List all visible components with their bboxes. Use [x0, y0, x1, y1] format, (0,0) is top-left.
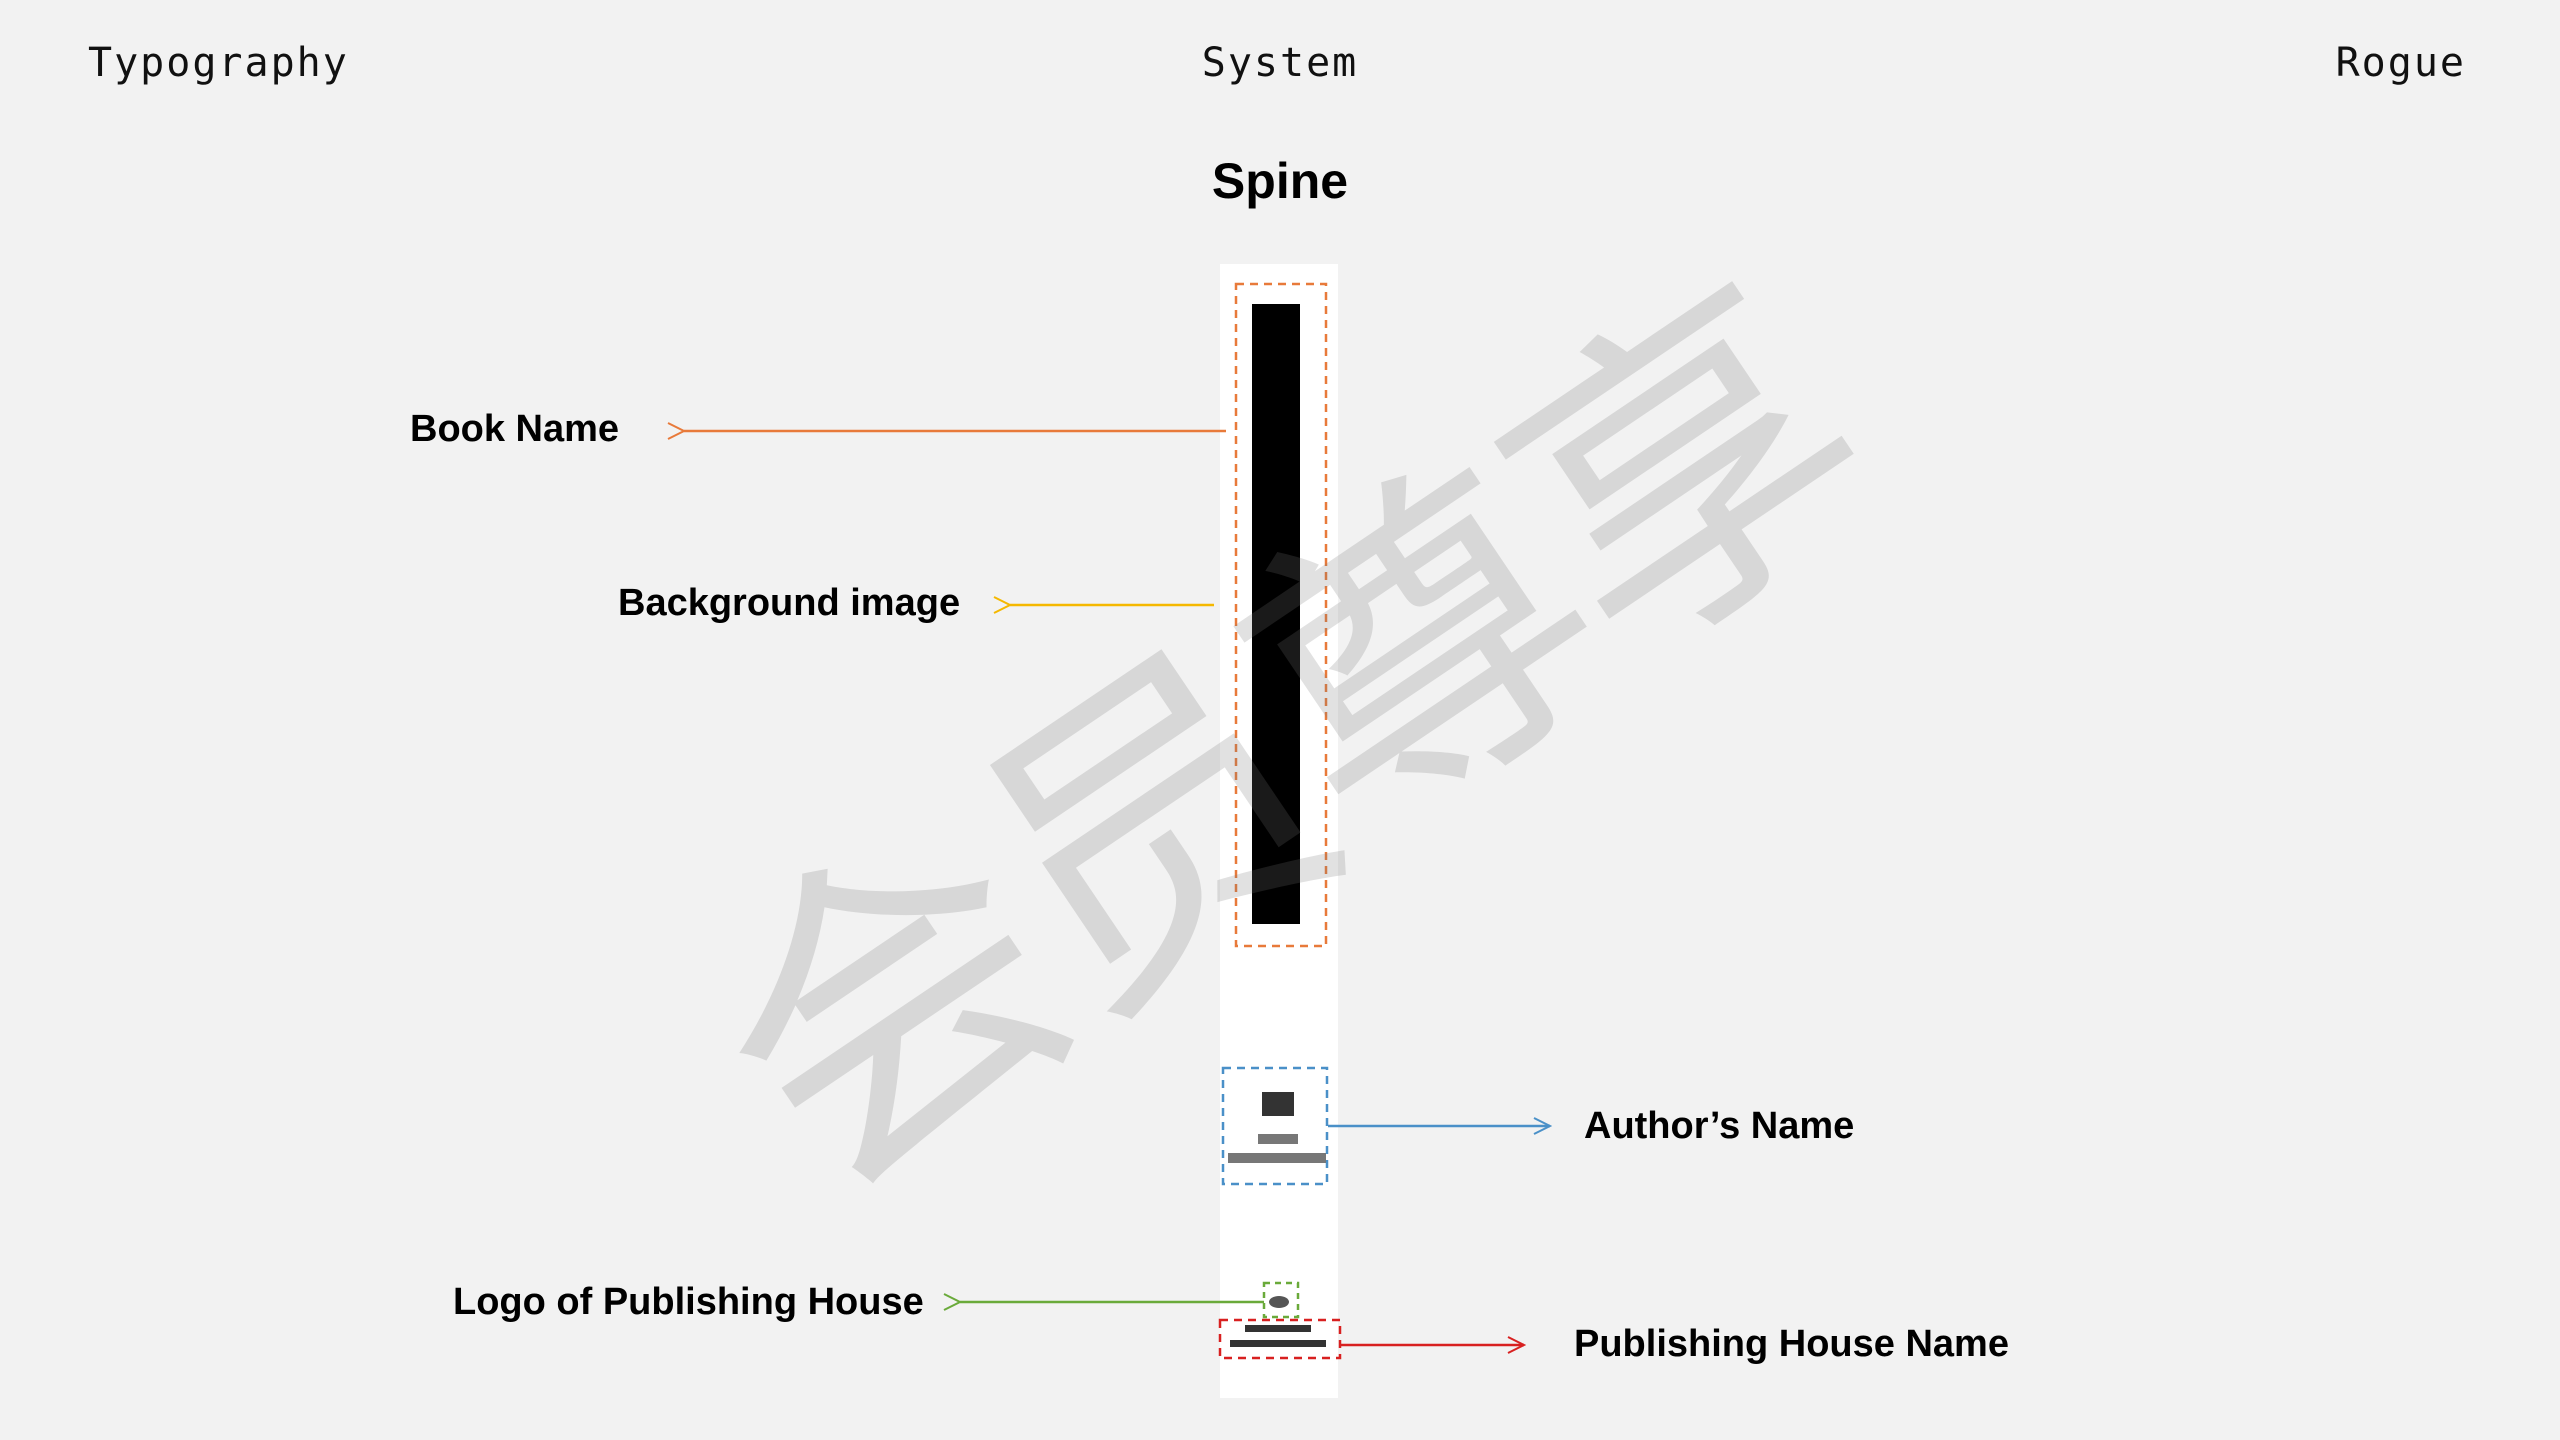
publisher-logo-icon [1269, 1296, 1289, 1308]
publisher-logo-label: Logo of Publishing House [453, 1281, 924, 1323]
book-name-box [1234, 282, 1328, 948]
diagram-title: Spine [1211, 153, 1349, 209]
publisher-logo-box [1262, 1281, 1300, 1319]
book-name-label: Book Name [410, 408, 620, 450]
header-right-text: Rogue [2335, 40, 2466, 86]
header-left-text: Typography [88, 40, 349, 86]
author-name-box [1221, 1066, 1329, 1186]
background-image-label: Background image [618, 582, 961, 624]
publisher-name-line-1 [1245, 1325, 1311, 1332]
author-icon-square [1262, 1092, 1294, 1116]
publisher-name-label: Publishing House Name [1574, 1323, 2009, 1365]
publisher-name-box [1218, 1318, 1342, 1360]
author-icon-line-short [1258, 1134, 1298, 1144]
book-name-bar [1252, 304, 1300, 924]
authors-name-label: Author’s Name [1584, 1105, 1855, 1147]
publisher-name-line-2 [1230, 1340, 1326, 1347]
author-icon-line-long [1228, 1153, 1326, 1163]
header-center-text: System [1201, 40, 1359, 86]
